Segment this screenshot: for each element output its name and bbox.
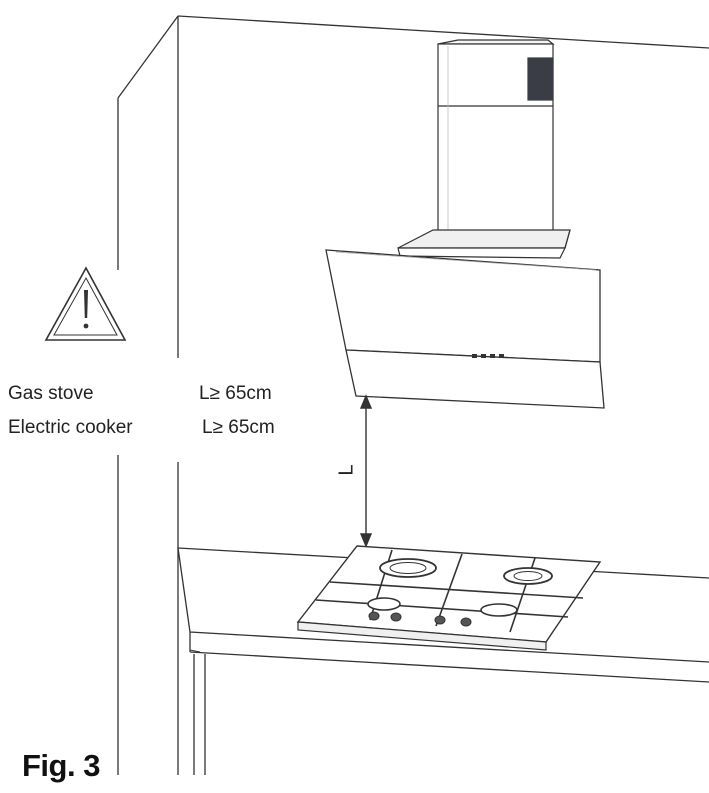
hood-control-buttons	[472, 354, 504, 358]
warning-icon	[44, 266, 127, 341]
appliance-label: Electric cooker	[8, 417, 133, 438]
dimension-arrow	[359, 394, 373, 548]
hood-chimney	[437, 39, 555, 243]
clearance-value: L≥ 65cm	[199, 383, 272, 404]
dimension-label: L	[335, 464, 358, 476]
appliance-label: Gas stove	[8, 383, 94, 404]
clearance-value: L≥ 65cm	[202, 417, 275, 438]
hood-bracket	[397, 229, 571, 259]
figure-caption: Fig. 3	[22, 748, 100, 783]
room-walls	[117, 15, 709, 775]
hood-canopy	[325, 249, 605, 409]
gas-hob	[296, 545, 602, 651]
